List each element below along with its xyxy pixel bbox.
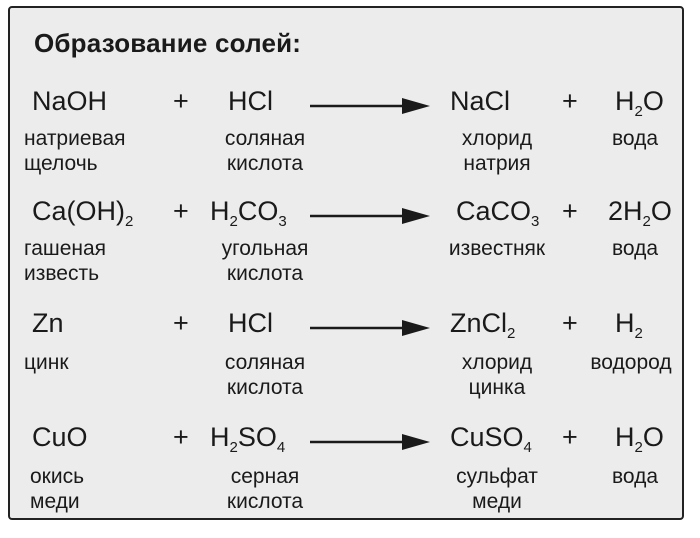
product-1-formula: CaCO3: [456, 196, 540, 230]
plus-sign: +: [562, 86, 578, 116]
product-1-name: известняк: [448, 237, 546, 260]
plus-sign: +: [173, 422, 189, 452]
plus-sign: +: [562, 308, 578, 338]
plus-sign: +: [173, 86, 189, 116]
reaction-arrow-icon: [310, 208, 430, 224]
product-2-formula: H2O: [615, 86, 664, 120]
reaction-arrow-icon: [310, 98, 430, 114]
reactant-1-formula: CuO: [32, 422, 88, 452]
product-2-name: вода: [611, 127, 659, 150]
plus-sign: +: [562, 422, 578, 452]
reactant-1-formula: Ca(OH)2: [32, 196, 134, 230]
plus-sign: +: [173, 196, 189, 226]
reactant-1-name: цинк: [24, 351, 69, 374]
reactant-2-formula: H2SO4: [210, 422, 286, 456]
salt-formation-card: Образование солей: NaOH + HCl NaCl + H2O…: [8, 6, 684, 520]
product-2-name: водород: [590, 351, 672, 374]
product-2-name: вода: [611, 465, 659, 488]
plus-sign: +: [173, 308, 189, 338]
reactant-2-formula: HCl: [228, 308, 273, 338]
product-2-formula: H2: [615, 308, 643, 342]
product-1-formula: CuSO4: [450, 422, 532, 456]
product-1-formula: ZnCl2: [450, 308, 516, 342]
product-2-name: вода: [611, 237, 659, 260]
reactant-1-formula: NaOH: [32, 86, 108, 116]
product-2-formula: 2H2O: [608, 196, 672, 230]
reactant-1-formula: Zn: [32, 308, 64, 338]
reaction-arrow-icon: [310, 320, 430, 336]
plus-sign: +: [562, 196, 578, 226]
card-title: Образование солей:: [34, 28, 302, 58]
reactant-2-formula: H2CO3: [210, 196, 287, 230]
product-2-formula: H2O: [615, 422, 664, 456]
reaction-arrow-icon: [310, 434, 430, 450]
reactant-2-formula: HCl: [228, 86, 273, 116]
product-1-formula: NaCl: [450, 86, 511, 116]
